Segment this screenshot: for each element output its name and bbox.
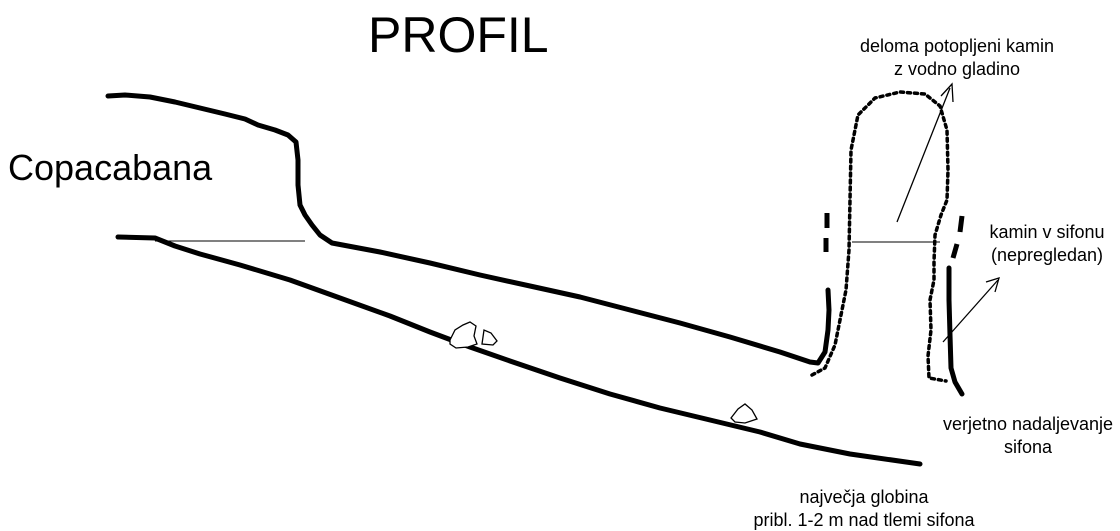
siphon-chimney-label-line2: (nepregledan) (991, 245, 1103, 265)
passage-ceiling-wall (105, 92, 832, 366)
diagram-title: PROFIL (368, 7, 549, 63)
depth-label-line1: največja globina (799, 487, 929, 507)
chimney-label-line1: deloma potopljeni kamin (860, 36, 1054, 56)
continuation-label-line2: sifona (1004, 437, 1053, 457)
continuation-label-line1: verjetno nadaljevanje (943, 414, 1113, 434)
depth-label-line2: pribl. 1-2 m nad tlemi sifona (753, 510, 975, 530)
chimney-arrow-head-icon (940, 82, 954, 103)
chimney-right-dashed-wall (950, 215, 965, 259)
siphon-arrow-head-icon (985, 277, 1000, 293)
boulder-icon (730, 403, 758, 424)
chimney-label-line2: z vodno gladino (894, 59, 1020, 79)
chimney-left-dashed-wall (823, 213, 830, 252)
cave-name-label: Copacabana (8, 147, 213, 188)
boulder-icon (449, 321, 478, 349)
siphon-right-wall (946, 265, 965, 397)
boulder-icon (481, 329, 498, 346)
siphon-chimney-label-line1: kamin v sifonu (989, 222, 1104, 242)
chimney-dotted-outline (810, 90, 950, 383)
chimney-pointer-arrow (896, 87, 951, 223)
passage-floor-wall (115, 234, 923, 467)
siphon-pointer-arrow (942, 279, 999, 343)
